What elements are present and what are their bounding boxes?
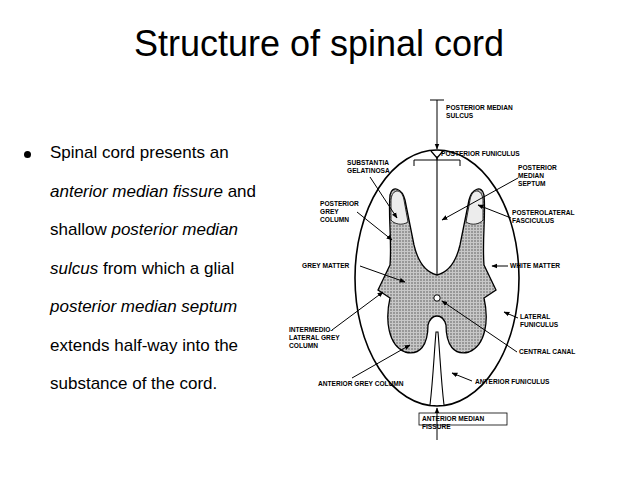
leader-line bbox=[442, 178, 518, 220]
term-text: anterior median fissure bbox=[50, 182, 223, 201]
leader-line bbox=[452, 373, 472, 381]
part-label: POSTERIOR FUNICULUS bbox=[441, 150, 521, 158]
cord-outline bbox=[355, 150, 519, 406]
body-text: Spinal cord presents an bbox=[50, 143, 229, 162]
body-text: extends half-way into the substance of t… bbox=[50, 336, 238, 394]
part-label: POSTEROLATERAL FASCICULUS bbox=[512, 209, 576, 225]
leader-line bbox=[442, 301, 517, 352]
part-label: WHITE MATTER bbox=[510, 262, 574, 270]
funiculus-bracket bbox=[414, 156, 460, 166]
leader-line bbox=[332, 292, 383, 330]
part-label: POSTERIOR GREY COLUMN bbox=[320, 200, 360, 224]
leader-line bbox=[370, 177, 397, 218]
posterior-septum bbox=[436, 157, 437, 276]
substantia-gelatinosa bbox=[391, 191, 408, 224]
term-text: posterior median septum bbox=[50, 297, 237, 316]
central-canal bbox=[434, 295, 440, 301]
anterior-fissure bbox=[430, 332, 444, 405]
leader-line bbox=[437, 100, 438, 149]
leader-line bbox=[360, 266, 405, 282]
slide-title: Structure of spinal cord bbox=[0, 22, 638, 66]
bullet-text: Spinal cord presents an anterior median … bbox=[50, 134, 272, 404]
substantia-gelatinosa bbox=[466, 191, 483, 224]
part-label: ANTERIOR MEDIAN FISSURE bbox=[422, 415, 508, 431]
leader-line bbox=[357, 212, 392, 240]
leader-line bbox=[504, 312, 518, 318]
part-label: SUBSTANTIA GELATINOSA bbox=[347, 159, 389, 175]
leader-line bbox=[352, 345, 410, 378]
part-label: ANTERIOR FUNICULUS bbox=[475, 378, 555, 386]
grey-matter bbox=[378, 189, 496, 353]
bullet-dot bbox=[24, 151, 31, 158]
leader-line bbox=[430, 100, 444, 101]
leader-line bbox=[492, 266, 508, 267]
part-label: ANTERIOR GREY COLUMN bbox=[318, 380, 408, 388]
part-label: LATERAL FUNICULUS bbox=[520, 313, 584, 329]
part-label: POSTERIOR MEDIAN SEPTUM bbox=[518, 164, 562, 188]
leader-line bbox=[478, 205, 511, 218]
part-label: INTERMEDIO-LATERAL GREY COLUMN bbox=[289, 326, 349, 350]
part-label: POSTERIOR MEDIAN SULCUS bbox=[446, 104, 526, 120]
body-text: from which a glial bbox=[103, 259, 234, 278]
part-label: GREY MATTER bbox=[302, 262, 362, 270]
part-label: CENTRAL CANAL bbox=[519, 348, 583, 356]
